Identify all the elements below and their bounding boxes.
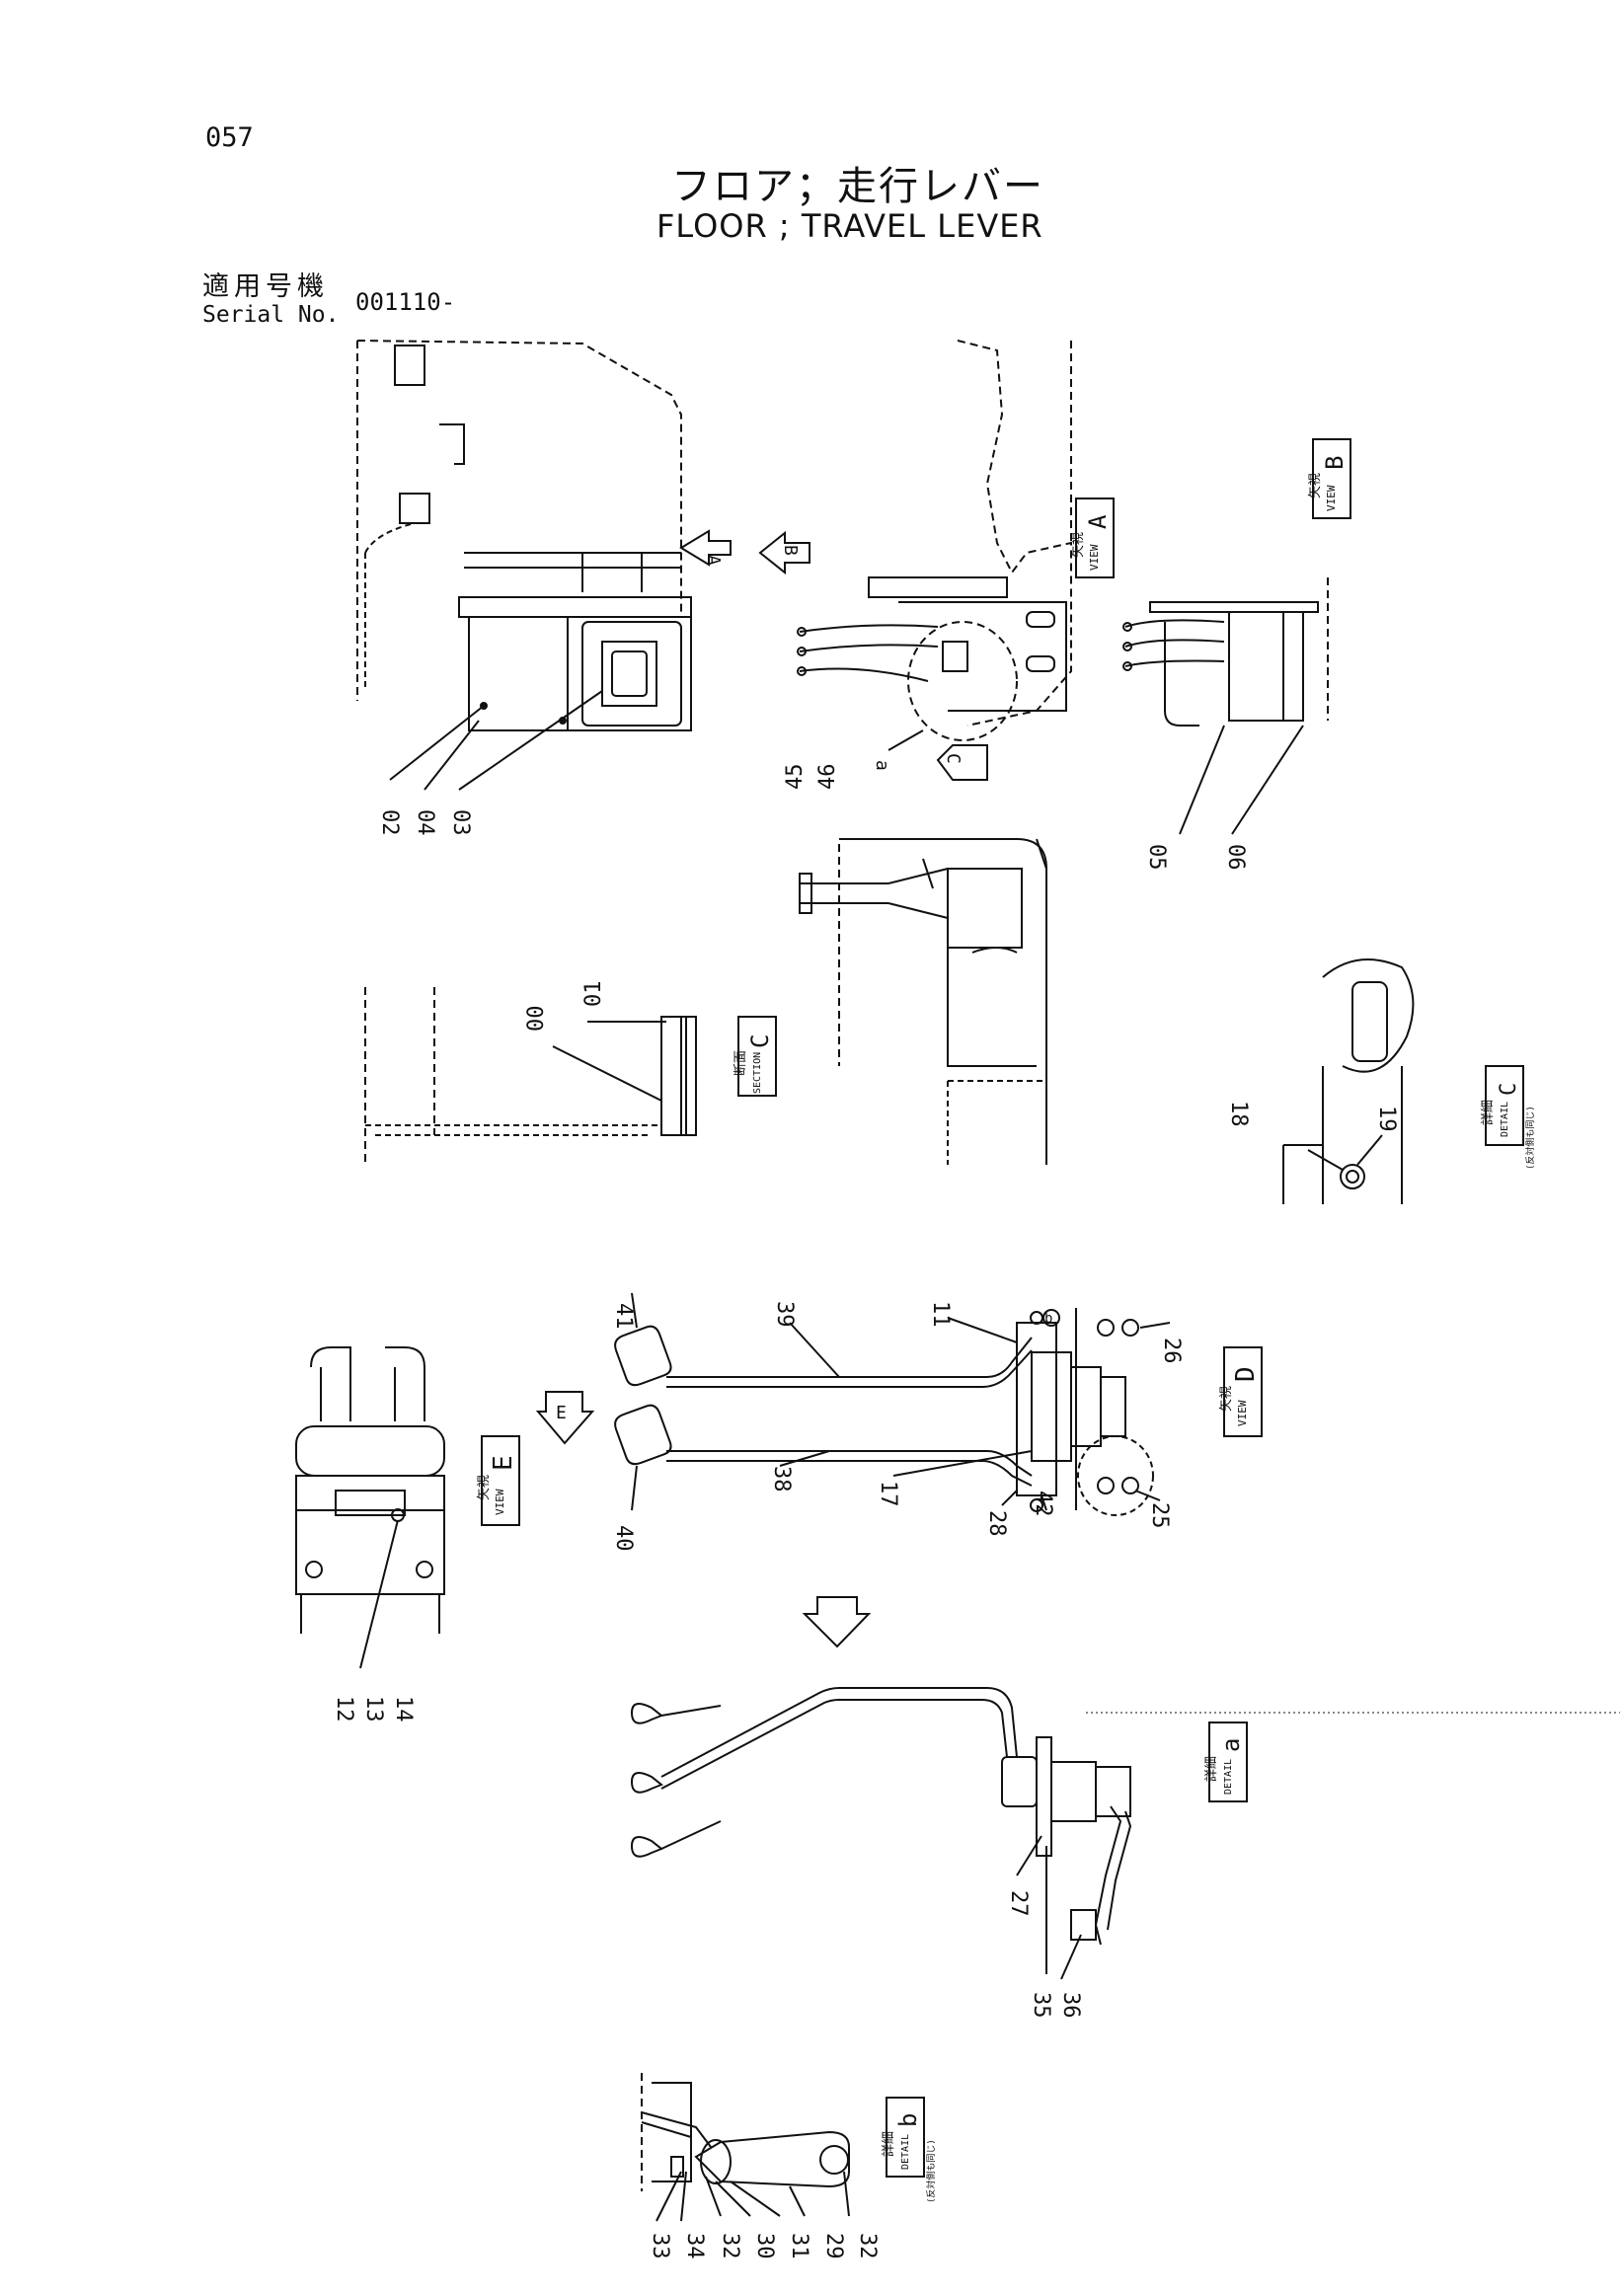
svg-text:(反対側も同じ): (反対側も同じ) xyxy=(925,2139,937,2203)
part-17: 17 xyxy=(876,1481,900,1507)
view-arrow-c: C xyxy=(936,744,988,781)
part-32-left: 32 xyxy=(718,2233,742,2259)
part-41: 41 xyxy=(611,1303,636,1330)
svg-text:E: E xyxy=(489,1455,518,1471)
part-14: 14 xyxy=(391,1696,416,1722)
svg-text:VIEW: VIEW xyxy=(1088,544,1101,571)
part-36: 36 xyxy=(1058,1992,1083,2019)
part-00: 00 xyxy=(524,1006,549,1033)
part-30: 30 xyxy=(752,2233,777,2259)
svg-text:DETAIL: DETAIL xyxy=(900,2134,911,2170)
view-arrow-e: E xyxy=(535,1391,595,1445)
view-b-label: 矢視 VIEW B xyxy=(1308,438,1351,519)
svg-text:矢視: 矢視 xyxy=(1308,473,1323,498)
part-03: 03 xyxy=(448,809,473,836)
detail-b-circle-label: b xyxy=(1044,1311,1052,1327)
title-english: FLOOR ; TRAVEL LEVER xyxy=(656,207,1043,245)
part-40: 40 xyxy=(611,1525,636,1552)
part-13: 13 xyxy=(361,1696,386,1722)
part-19: 19 xyxy=(1374,1106,1399,1132)
part-27: 27 xyxy=(1006,1890,1031,1917)
part-11: 11 xyxy=(928,1301,953,1328)
svg-text:C: C xyxy=(943,753,964,764)
serial-label-english: Serial No. xyxy=(202,302,340,328)
view-arrow-b: B xyxy=(758,530,810,575)
part-01: 01 xyxy=(581,981,606,1008)
svg-text:D: D xyxy=(1231,1366,1261,1382)
view-arrow-a: A xyxy=(679,529,732,567)
svg-text:A: A xyxy=(1084,514,1112,529)
svg-text:矢視: 矢視 xyxy=(1219,1386,1234,1412)
view-b-drawing xyxy=(1122,577,1329,727)
part-31: 31 xyxy=(787,2233,811,2259)
detail-direction-arrow xyxy=(802,1596,872,1648)
detail-c-drawing xyxy=(1282,958,1415,1204)
part-34: 34 xyxy=(682,2233,707,2259)
svg-text:詳細: 詳細 xyxy=(1203,1756,1219,1782)
svg-text:VIEW: VIEW xyxy=(494,1489,506,1515)
svg-text:DETAIL: DETAIL xyxy=(1500,1102,1510,1137)
part-18: 18 xyxy=(1226,1101,1251,1127)
svg-text:b: b xyxy=(894,2113,922,2127)
section-c-label: 断面 SECTION C xyxy=(733,1016,777,1097)
part-32-right: 32 xyxy=(855,2233,880,2259)
detail-c-label: 詳細 DETAIL C (反対側も同じ) xyxy=(1480,1065,1536,1170)
view-a-drawing xyxy=(797,340,1072,741)
svg-text:A: A xyxy=(703,555,724,566)
svg-text:(反対側も同じ): (反対側も同じ) xyxy=(1524,1106,1536,1170)
page-number: 057 xyxy=(205,122,254,153)
part-33: 33 xyxy=(648,2233,672,2259)
part-25: 25 xyxy=(1147,1502,1172,1529)
detail-a-drawing xyxy=(630,1687,1620,1974)
part-29: 29 xyxy=(821,2233,846,2259)
detail-a-circle-label: a xyxy=(872,760,892,771)
part-35: 35 xyxy=(1029,1992,1053,2019)
svg-text:詳細: 詳細 xyxy=(881,2131,896,2157)
part-12: 12 xyxy=(332,1696,356,1722)
svg-text:C: C xyxy=(1497,1083,1521,1096)
svg-text:B: B xyxy=(1321,456,1349,470)
view-d-label: 矢視 VIEW D xyxy=(1219,1346,1263,1437)
part-42: 42 xyxy=(1031,1491,1055,1517)
view-e-drawing xyxy=(295,1346,445,1634)
lever-cutaway-view xyxy=(799,838,1047,1165)
part-26: 26 xyxy=(1159,1338,1184,1364)
svg-text:DETAIL: DETAIL xyxy=(1223,1759,1234,1795)
svg-text:a: a xyxy=(1217,1738,1245,1752)
serial-number-value: 001110- xyxy=(355,288,456,316)
part-45: 45 xyxy=(783,764,808,791)
svg-text:矢視: 矢視 xyxy=(1071,532,1086,558)
svg-text:矢視: 矢視 xyxy=(477,1475,492,1500)
part-38: 38 xyxy=(769,1466,794,1492)
svg-text:詳細: 詳細 xyxy=(1480,1100,1496,1125)
detail-a-label: 詳細 DETAIL a xyxy=(1203,1722,1248,1802)
view-a-label: 矢視 VIEW A xyxy=(1071,497,1115,578)
floor-assembly-view xyxy=(356,340,692,731)
part-28: 28 xyxy=(984,1510,1009,1537)
detail-b-label: 詳細 DETAIL b (反対側も同じ) xyxy=(881,2097,937,2203)
view-e-label: 矢視 VIEW E xyxy=(477,1435,520,1526)
svg-text:断面: 断面 xyxy=(733,1050,748,1076)
section-c-drawing xyxy=(364,987,697,1165)
serial-label-japanese: 適用号機 xyxy=(202,271,329,302)
part-05: 05 xyxy=(1144,844,1169,871)
view-d-drawing xyxy=(614,1308,1154,1516)
part-02: 02 xyxy=(377,809,402,836)
part-04: 04 xyxy=(413,809,437,836)
svg-text:VIEW: VIEW xyxy=(1236,1400,1249,1426)
part-39: 39 xyxy=(772,1301,797,1328)
title-japanese: フロア；走行レバー xyxy=(671,164,1044,209)
svg-text:VIEW: VIEW xyxy=(1325,485,1338,511)
svg-text:B: B xyxy=(780,545,801,556)
part-06: 06 xyxy=(1223,844,1248,871)
svg-text:C: C xyxy=(746,1034,774,1048)
detail-b-drawing xyxy=(641,2073,850,2191)
part-46: 46 xyxy=(815,764,840,791)
svg-text:SECTION: SECTION xyxy=(752,1052,763,1094)
svg-text:E: E xyxy=(556,1403,567,1423)
